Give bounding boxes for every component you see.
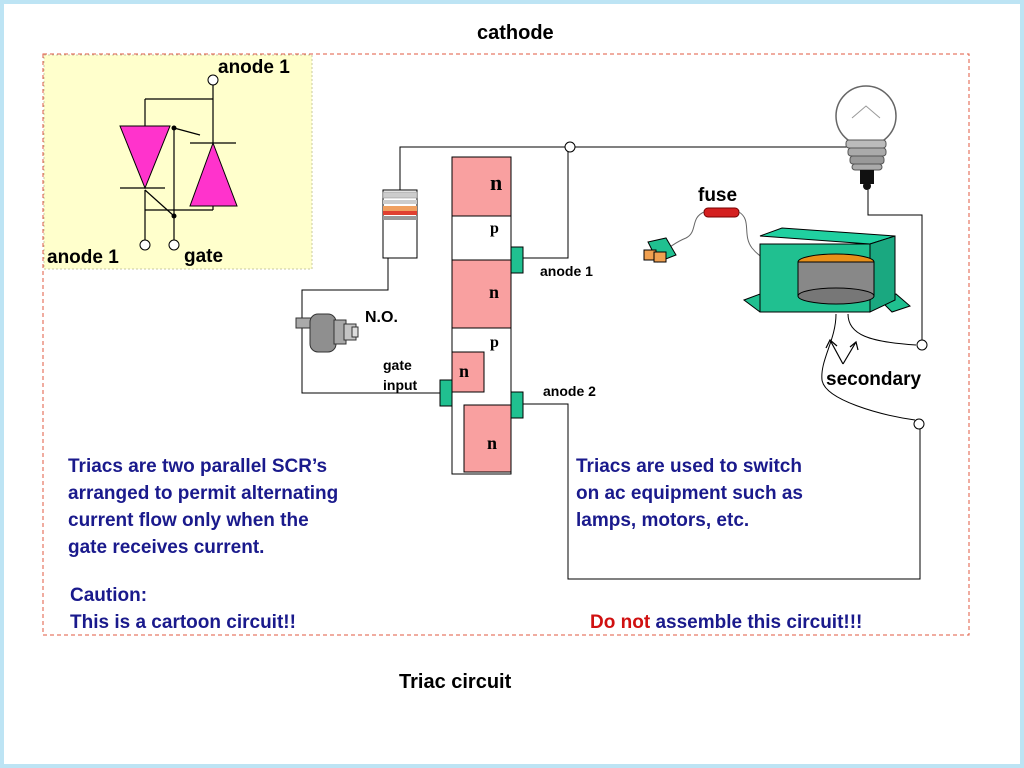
caption: Triac circuit bbox=[399, 671, 512, 693]
symbol-dot bbox=[171, 125, 177, 131]
warning-rest-text: assemble this circuit!!! bbox=[655, 612, 863, 633]
text-left-line1: Triacs are two parallel SCR’s bbox=[68, 456, 328, 477]
light-bulb bbox=[835, 85, 897, 190]
label-gate-line2: input bbox=[383, 377, 418, 393]
content-box bbox=[42, 53, 970, 636]
plug bbox=[643, 237, 677, 263]
layer-label-n-gate: n bbox=[459, 361, 470, 381]
layer-n1 bbox=[451, 156, 512, 217]
warning-line: Do not assemble this circuit!!! bbox=[590, 609, 862, 636]
layer-n2 bbox=[451, 259, 512, 329]
text-left-line3: current flow only when the bbox=[68, 510, 309, 531]
layer-label-n3: n bbox=[487, 433, 498, 453]
layer-label-p1: p bbox=[490, 220, 499, 237]
label-switch: N.O. bbox=[365, 309, 398, 326]
scr-symbol-left bbox=[119, 125, 171, 190]
caution-heading: Caution: bbox=[70, 585, 148, 606]
secondary-terminal-bottom bbox=[913, 418, 925, 430]
label-anode1-top: anode 1 bbox=[218, 57, 290, 78]
pushbutton-switch bbox=[295, 313, 359, 353]
layer-label-p2: p bbox=[490, 334, 499, 351]
anode2-terminal bbox=[510, 391, 524, 419]
label-gate-line1: gate bbox=[383, 357, 412, 373]
transformer bbox=[742, 227, 911, 313]
label-secondary: secondary bbox=[826, 369, 922, 390]
text-right-line2: on ac equipment such as bbox=[576, 483, 803, 504]
layer-n3 bbox=[463, 404, 512, 473]
layer-n-gate bbox=[451, 351, 485, 393]
terminal-anode1-bottom bbox=[139, 239, 151, 251]
layer-label-n1: n bbox=[490, 170, 503, 195]
text-right-line3: lamps, motors, etc. bbox=[576, 510, 750, 531]
fuse-component bbox=[667, 207, 779, 266]
junction-top bbox=[564, 141, 576, 153]
symbol-inset bbox=[43, 54, 313, 270]
warning-red-text: Do not bbox=[590, 612, 651, 633]
layer-label-n2: n bbox=[489, 282, 500, 302]
label-fuse: fuse bbox=[698, 185, 738, 206]
secondary-arrows bbox=[825, 339, 859, 365]
scr-symbol-right bbox=[189, 141, 238, 207]
layer-p1 bbox=[451, 215, 512, 261]
anode1-terminal bbox=[510, 246, 524, 274]
secondary-terminal-top bbox=[916, 339, 928, 351]
text-left-line2: arranged to permit alternating bbox=[68, 483, 339, 504]
title-cathode: cathode bbox=[477, 22, 554, 44]
label-gate: gate bbox=[184, 246, 224, 267]
label-anode2-terminal: anode 2 bbox=[543, 383, 596, 399]
symbol-dot bbox=[171, 213, 177, 219]
triac-symbol bbox=[120, 85, 236, 240]
text-left-line4: gate receives current. bbox=[68, 537, 265, 558]
label-anode1-terminal: anode 1 bbox=[540, 263, 593, 279]
text-right-line1: Triacs are used to switch bbox=[576, 456, 802, 477]
circuit-wires bbox=[301, 146, 923, 580]
terminal-anode1-top bbox=[207, 74, 219, 86]
label-anode1-bottom: anode 1 bbox=[47, 247, 119, 268]
gate-terminal bbox=[439, 379, 453, 407]
caution-text: This is a cartoon circuit!! bbox=[70, 612, 296, 633]
stick-component bbox=[382, 189, 418, 259]
terminal-gate bbox=[168, 239, 180, 251]
